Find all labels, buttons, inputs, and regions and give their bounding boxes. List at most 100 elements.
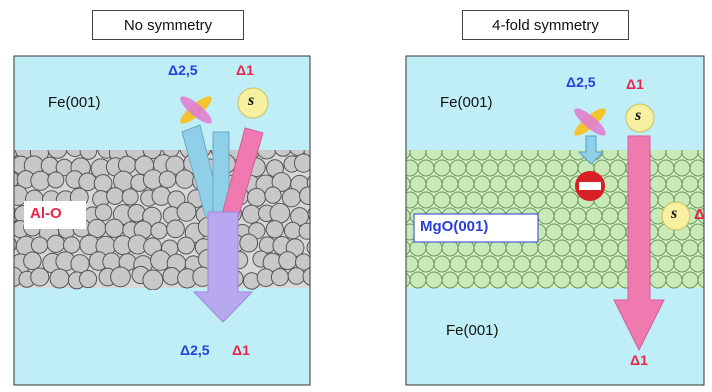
mgo-atom bbox=[537, 207, 555, 225]
alo-atom bbox=[47, 171, 65, 189]
alo-atom bbox=[298, 222, 310, 240]
alo-atom bbox=[87, 218, 107, 239]
left-panel bbox=[13, 55, 333, 386]
left-delta25-orbital bbox=[180, 96, 212, 124]
mgo-atom bbox=[665, 271, 683, 289]
alo-atom bbox=[270, 268, 289, 287]
mgo-atom bbox=[673, 255, 691, 273]
mgo-atom bbox=[529, 255, 547, 273]
alo-atom bbox=[241, 204, 262, 224]
alo-atom bbox=[166, 219, 185, 239]
mgo-atom bbox=[417, 255, 435, 273]
mgo-label: MgO(001) bbox=[420, 218, 489, 235]
alo-atom bbox=[62, 236, 81, 254]
mgo-atom bbox=[593, 255, 611, 273]
mgo-atom bbox=[561, 191, 579, 209]
alo-atom bbox=[287, 267, 306, 285]
alo-label-box bbox=[24, 201, 86, 229]
mgo-atom bbox=[465, 255, 483, 273]
right-fe-top-layer bbox=[405, 55, 705, 154]
alo-atom bbox=[94, 203, 113, 222]
mgo-atom bbox=[609, 191, 627, 209]
mgo-atom bbox=[681, 239, 699, 257]
alo-atom bbox=[278, 251, 298, 270]
alo-atom bbox=[306, 175, 310, 191]
mgo-atom bbox=[553, 175, 571, 193]
mgo-atom bbox=[457, 175, 475, 193]
mgo-atom bbox=[697, 271, 704, 289]
mgo-atom bbox=[425, 271, 443, 289]
alo-atom bbox=[65, 150, 85, 157]
mgo-atom bbox=[569, 207, 587, 225]
alo-atom bbox=[47, 150, 68, 159]
left-panel-title: No symmetry bbox=[92, 10, 244, 40]
mgo-atom bbox=[609, 159, 627, 177]
mgo-atom bbox=[665, 175, 683, 193]
mgo-atom bbox=[609, 223, 627, 241]
alo-atom bbox=[283, 221, 302, 240]
mgo-atom bbox=[425, 175, 443, 193]
alo-atom bbox=[312, 219, 329, 236]
right-bottom-fe-label: Fe(001) bbox=[446, 322, 499, 339]
mgo-atom bbox=[465, 191, 483, 209]
mgo-atom bbox=[657, 159, 675, 177]
alo-atom bbox=[299, 186, 310, 205]
mgo-atom bbox=[689, 255, 704, 273]
mgo-atom bbox=[497, 191, 515, 209]
mgo-atom bbox=[545, 159, 563, 177]
mgo-atom bbox=[706, 256, 712, 272]
mgo-atom bbox=[649, 271, 667, 289]
alo-atom bbox=[150, 222, 168, 240]
mgo-atom bbox=[449, 159, 467, 177]
mgo-atom bbox=[505, 175, 523, 193]
mgo-atom bbox=[513, 191, 531, 209]
mgo-atom bbox=[585, 207, 603, 225]
mgo-atom bbox=[681, 175, 699, 193]
alo-atom bbox=[30, 236, 49, 254]
alo-atom bbox=[294, 253, 310, 271]
mgo-atom bbox=[521, 271, 539, 289]
mgo-atom bbox=[529, 191, 547, 209]
blocked-sign-icon bbox=[575, 171, 605, 201]
mgo-atom bbox=[706, 192, 712, 208]
right-bottom-delta1-label: Δ1 bbox=[630, 352, 648, 368]
alo-atom bbox=[265, 220, 284, 239]
right-panel-title: 4-fold symmetry bbox=[462, 10, 629, 40]
mgo-atom bbox=[577, 255, 595, 273]
left-bottom-delta25-label: Δ2,5 bbox=[180, 342, 210, 358]
mgo-label-box bbox=[413, 213, 539, 243]
alo-atom bbox=[281, 188, 302, 208]
alo-atom bbox=[269, 202, 291, 224]
alo-atom bbox=[30, 267, 50, 287]
mgo-atom bbox=[569, 239, 587, 257]
mgo-atom bbox=[406, 191, 419, 209]
alo-atom bbox=[316, 160, 333, 177]
alo-atom bbox=[239, 233, 259, 253]
mgo-atom bbox=[601, 271, 619, 289]
mgo-atom bbox=[585, 271, 603, 289]
mgo-atom bbox=[481, 255, 499, 273]
mgo-atom bbox=[417, 159, 435, 177]
alo-atom bbox=[175, 169, 195, 189]
mgo-atom bbox=[706, 224, 712, 240]
alo-atom bbox=[104, 218, 125, 238]
mgo-atom bbox=[537, 271, 555, 289]
mgo-atom bbox=[561, 159, 579, 177]
mgo-atom bbox=[406, 208, 411, 224]
alo-atom bbox=[313, 254, 332, 273]
right-panel bbox=[405, 55, 712, 386]
mgo-atom bbox=[545, 223, 563, 241]
mgo-atom bbox=[689, 223, 704, 241]
mgo-atom bbox=[433, 191, 451, 209]
mgo-atom bbox=[481, 191, 499, 209]
mgo-atom bbox=[497, 255, 515, 273]
mgo-atom bbox=[489, 271, 507, 289]
left-s-orbital bbox=[237, 87, 269, 119]
alo-atom bbox=[49, 268, 70, 289]
alo-atom bbox=[46, 234, 66, 254]
alo-atom bbox=[121, 188, 139, 206]
mgo-atom bbox=[561, 223, 579, 241]
mgo-atom bbox=[489, 175, 507, 193]
mgo-atom bbox=[449, 191, 467, 209]
